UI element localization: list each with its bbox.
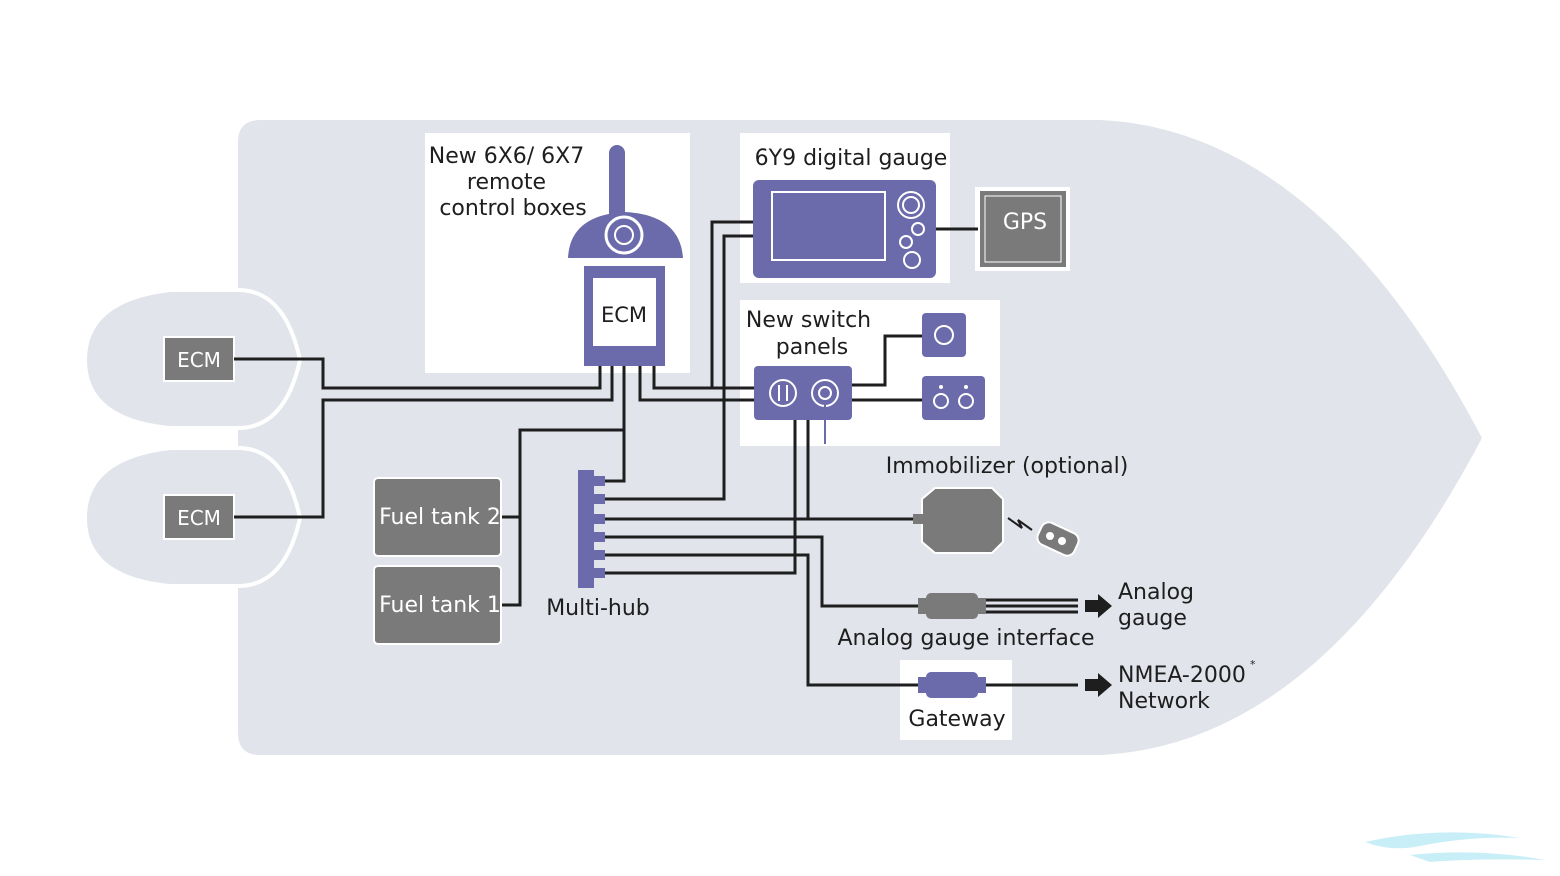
- remote-control-label-line3: control boxes: [439, 196, 586, 221]
- fuel-tank-2-box: [373, 477, 502, 557]
- remote-ecm-label: ECM: [601, 303, 647, 327]
- nmea-trademark-mark: *: [1250, 658, 1256, 671]
- remote-control-label: New 6X6/ 6X7 remote control boxes: [429, 144, 592, 221]
- digital-gauge-icon: [753, 180, 936, 278]
- fuel-tank-1-label: Fuel tank 1: [379, 593, 501, 618]
- engine-ecm-top-label: ECM: [177, 348, 221, 372]
- switch-panel-double-icon: [922, 376, 985, 420]
- analog-gauge-label: Analog gauge: [1118, 580, 1201, 631]
- nmea-network-label: NMEA-2000 Network: [1118, 663, 1253, 714]
- nmea-arrow-icon: [1085, 673, 1112, 697]
- watermark-swoosh-lower: [1410, 852, 1545, 862]
- multi-hub-label: Multi-hub: [546, 596, 650, 621]
- immobilizer-label: Immobilizer (optional): [886, 454, 1129, 479]
- watermark-swoosh: [1365, 832, 1520, 849]
- gps-label: GPS: [1003, 210, 1047, 235]
- gps-box-inner: [984, 195, 1062, 263]
- digital-gauge-label: 6Y9 digital gauge: [755, 146, 948, 171]
- wiring: [234, 220, 1078, 687]
- analog-gauge-interface-icon: [918, 593, 986, 619]
- remote-control-label-line1: New 6X6/ 6X7: [429, 144, 585, 169]
- gateway-label: Gateway: [908, 707, 1005, 732]
- switch-panels-label: New switch panels: [746, 308, 878, 360]
- nmea-network-label-line2: Network: [1118, 689, 1210, 714]
- switch-panels-label-line1: New switch: [746, 308, 871, 333]
- remote-control-label-line2: remote: [467, 170, 546, 195]
- immobilizer-icon: [913, 487, 1033, 554]
- analog-gauge-label-line2: gauge: [1118, 606, 1187, 631]
- switch-panel-single-icon: [922, 313, 966, 357]
- key-fob-icon: [1036, 521, 1080, 557]
- fuel-tank-2-label: Fuel tank 2: [379, 505, 501, 530]
- engine-ecm-bottom-box: [163, 494, 235, 540]
- gateway-icon: [918, 672, 986, 698]
- switch-panel-main-icon: [754, 366, 852, 444]
- analog-gauge-interface-label: Analog gauge interface: [837, 626, 1094, 651]
- nmea-network-label-line1: NMEA-2000: [1118, 663, 1246, 688]
- fuel-tank-1-box: [373, 565, 502, 645]
- analog-gauge-label-line1: Analog: [1118, 580, 1194, 605]
- engine-ecm-bottom-label: ECM: [177, 506, 221, 530]
- engine-ecm-top-box: [163, 336, 235, 382]
- analog-gauge-arrow-icon: [1085, 594, 1112, 618]
- gps-box: [980, 191, 1066, 267]
- multi-hub-icon: [578, 470, 605, 588]
- remote-control-box-icon: [568, 145, 683, 366]
- switch-panels-label-line2: panels: [776, 335, 849, 360]
